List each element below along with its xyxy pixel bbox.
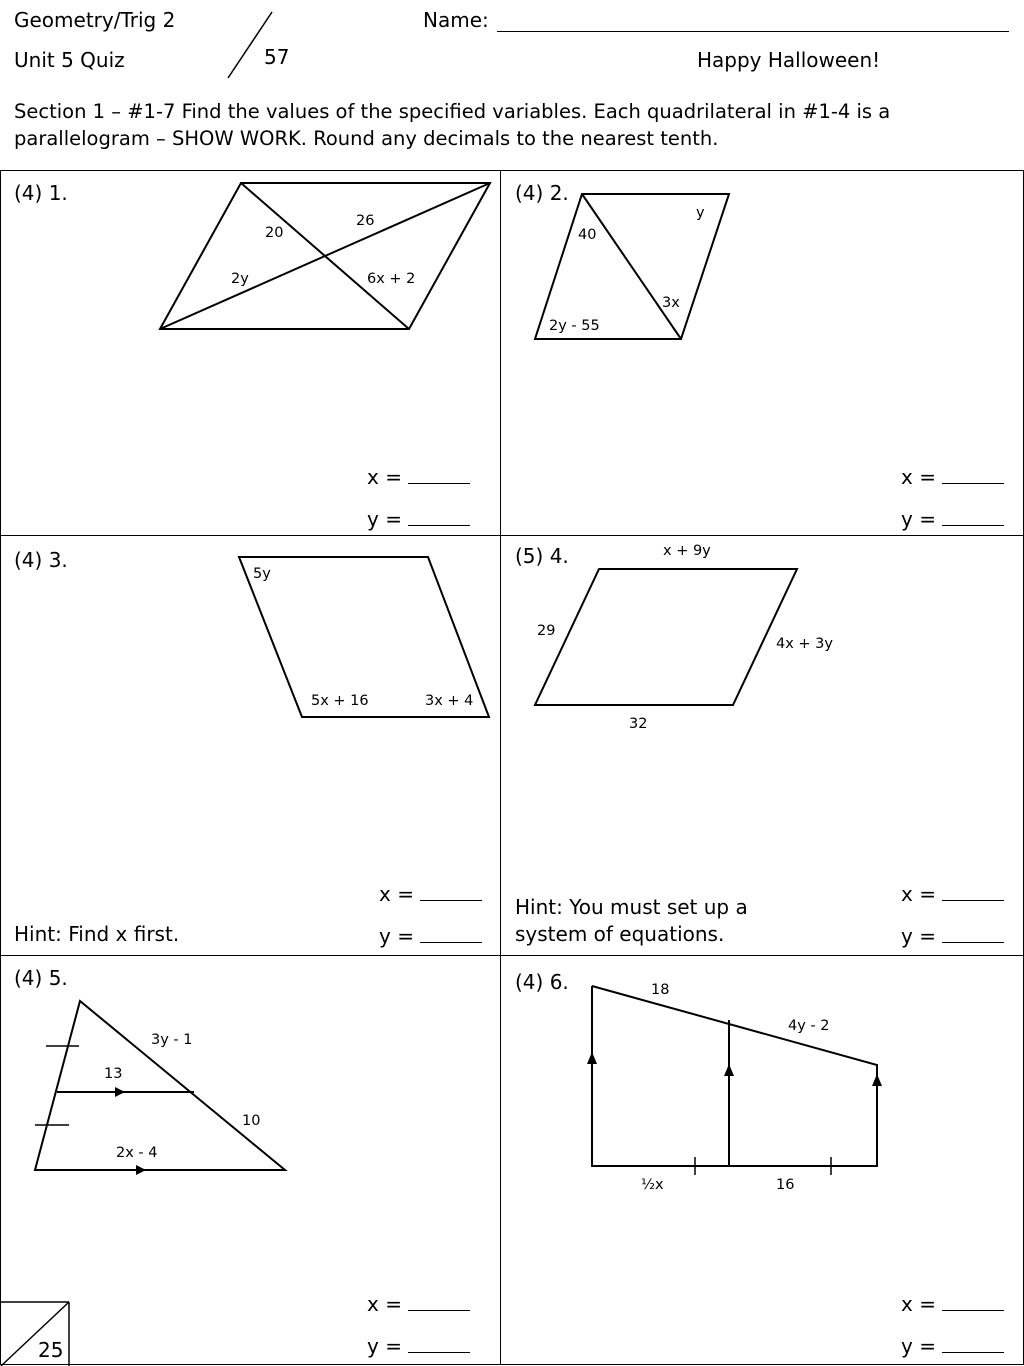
angle-label: 3x [662, 295, 680, 311]
problem-5: (4) 5. 3y - 1 13 10 2x - 4 25 x = y = [0, 955, 501, 1366]
x-answer-field[interactable]: x = [901, 1292, 1004, 1316]
problem-4: (5) 4. x + 9y 29 4x + 3y 32 Hint: You mu… [500, 535, 1024, 956]
y-answer-field[interactable]: y = [367, 1334, 470, 1358]
y-answer-field[interactable]: y = [901, 1334, 1004, 1358]
name-label: Name: [423, 8, 489, 32]
greeting: Happy Halloween! [697, 48, 881, 72]
problem-number: (4) 2. [515, 181, 569, 205]
segment-label: 26 [356, 213, 375, 229]
y-answer-field[interactable]: y = [901, 924, 1004, 948]
parallelogram-sides-figure [533, 568, 799, 706]
hint-line-2: system of equations. [515, 922, 725, 946]
section-instructions: Section 1 – #1-7 Find the values of the … [14, 100, 891, 150]
x-answer-field[interactable]: x = [367, 1292, 470, 1316]
angle-label: 5x + 16 [311, 693, 369, 709]
problem-number: (5) 4. [515, 544, 569, 568]
segment-label: 13 [104, 1066, 123, 1082]
hint-line-1: Hint: You must set up a [515, 895, 748, 919]
x-answer-field[interactable]: x = [901, 882, 1004, 906]
side-label: 4x + 3y [776, 636, 833, 652]
angle-label: 2y - 55 [549, 318, 600, 334]
hint: Hint: Find x first. [14, 922, 180, 946]
parallelogram-diagonals-figure [158, 182, 492, 330]
problem-number: (4) 5. [14, 966, 68, 990]
side-label: 10 [242, 1113, 261, 1129]
y-answer-field[interactable]: y = [367, 507, 470, 531]
angle-label: y [696, 205, 705, 221]
parallelogram-angles-figure [237, 556, 491, 718]
score-slash [227, 11, 273, 79]
side-label: 32 [629, 716, 648, 732]
segment-label: 16 [776, 1177, 795, 1193]
problem-2: (4) 2. 40 y 3x 2y - 55 x = y = [500, 170, 1024, 536]
problem-3: (4) 3. 5y 5x + 16 3x + 4 Hint: Find x fi… [0, 535, 501, 956]
triangle-midsegment-figure [33, 999, 288, 1175]
base-label: 2x - 4 [116, 1145, 158, 1161]
side-label: 29 [537, 623, 556, 639]
angle-label: 3x + 4 [425, 693, 474, 709]
side-label: x + 9y [663, 543, 711, 559]
x-answer-field[interactable]: x = [367, 465, 470, 489]
problem-number: (4) 3. [14, 548, 68, 572]
y-answer-field[interactable]: y = [901, 507, 1004, 531]
course-title: Geometry/Trig 2 [14, 8, 176, 32]
segment-label: 4y - 2 [788, 1018, 830, 1034]
segment-label: 20 [265, 225, 284, 241]
side-label: 3y - 1 [151, 1032, 193, 1048]
problem-6: (4) 6. 18 18 4y - 2 ½x 16 x = y = [500, 955, 1024, 1365]
problem-1: (4) 1. 20 26 2y 6x + 2 x = y = [0, 170, 501, 536]
parallelogram-diagonal-figure [533, 193, 731, 340]
angle-label: 40 [578, 227, 597, 243]
name-field[interactable] [497, 31, 1009, 32]
section-score-box [0, 1301, 70, 1366]
section-score: 25 [38, 1338, 64, 1362]
quiz-title: Unit 5 Quiz [14, 48, 125, 72]
total-points: 57 [264, 45, 290, 69]
x-answer-field[interactable]: x = [901, 465, 1004, 489]
segment-label: 6x + 2 [367, 271, 416, 287]
problem-number: (4) 6. [515, 970, 569, 994]
segment-label: 18 [651, 982, 670, 998]
segment-label: ½x [641, 1177, 664, 1193]
angle-label: 5y [253, 566, 271, 582]
problem-grid: (4) 1. 20 26 2y 6x + 2 x = y = (4) 2. 40… [0, 170, 1024, 1366]
segment-label: 2y [231, 271, 249, 287]
y-answer-field[interactable]: y = [379, 924, 482, 948]
problem-number: (4) 1. [14, 181, 68, 205]
trapezoid-parallel-lines-figure [587, 985, 882, 1175]
x-answer-field[interactable]: x = [379, 882, 482, 906]
